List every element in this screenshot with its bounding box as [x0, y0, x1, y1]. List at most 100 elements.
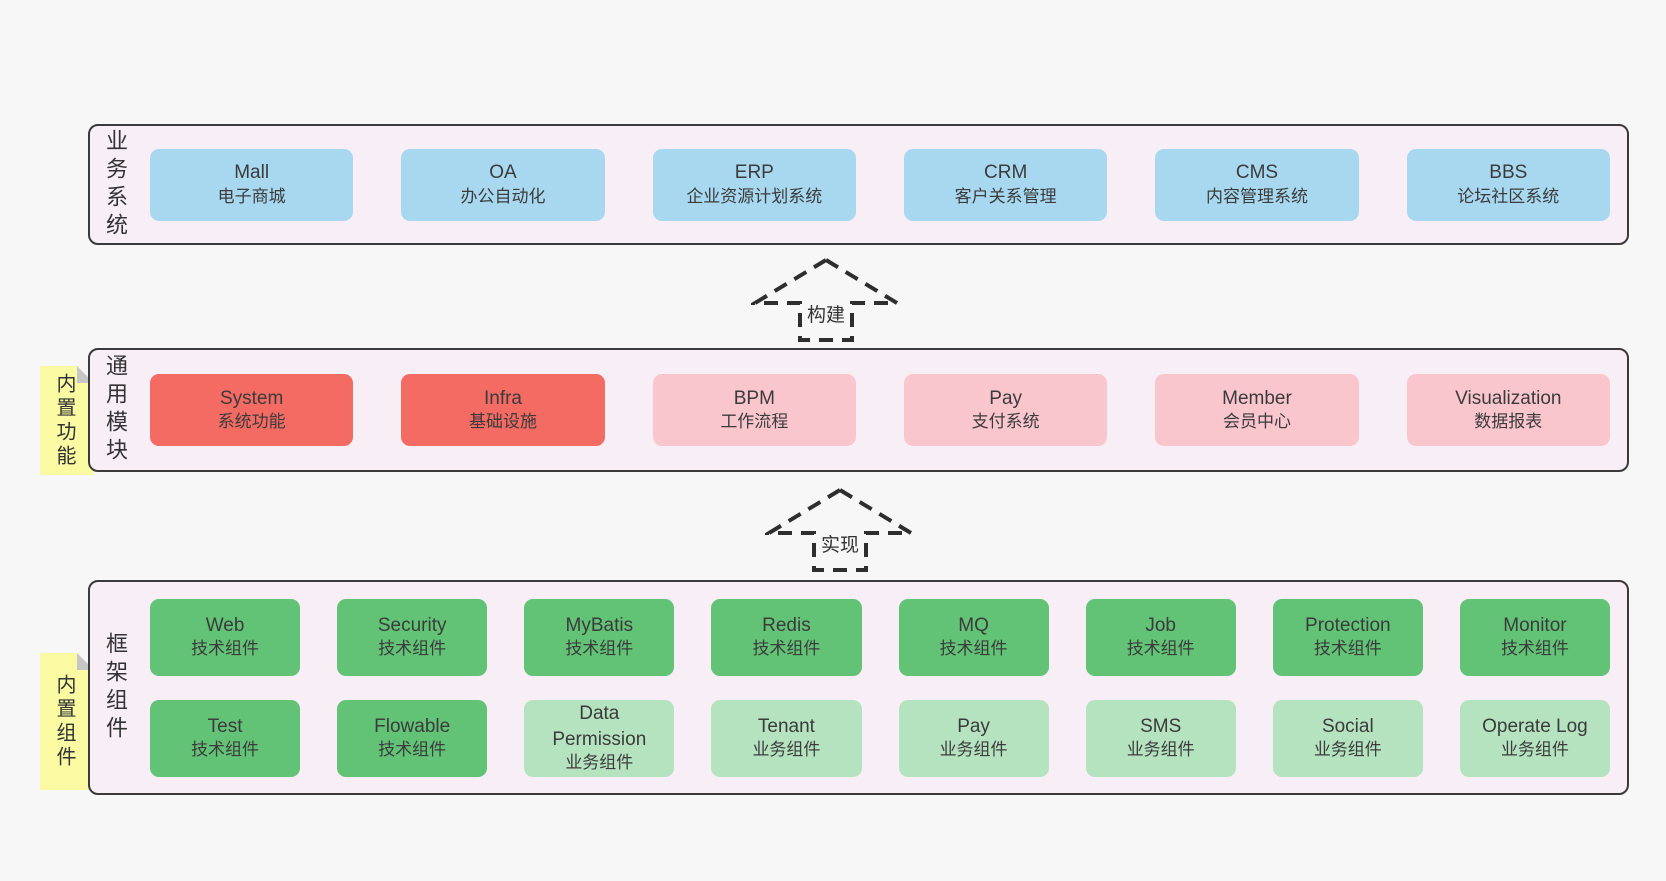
up-arrow-build: 构建 — [751, 256, 901, 344]
box-pay: Pay 支付系统 — [903, 374, 1108, 446]
box-social: Social 业务组件 — [1272, 699, 1423, 777]
box-security: Security 技术组件 — [337, 598, 488, 676]
box-title: Security — [377, 614, 447, 636]
box-subtitle: 电子商城 — [217, 186, 286, 206]
box-subtitle: 技术组件 — [1126, 639, 1195, 659]
box-crm: CRM 客户关系管理 — [903, 148, 1108, 221]
box-subtitle: 业务组件 — [565, 753, 634, 773]
box-subtitle: 技术组件 — [191, 740, 260, 760]
sticky-note-built-in-components: 内置组件 — [40, 653, 94, 790]
box-cms: CMS 内容管理系统 — [1155, 148, 1359, 221]
box-subtitle: 技术组件 — [565, 639, 634, 659]
box-subtitle: 会员中心 — [1222, 412, 1291, 432]
box-subtitle: 技术组件 — [1313, 639, 1382, 659]
box-member: Member 会员中心 — [1155, 374, 1359, 446]
box-subtitle: 技术组件 — [1500, 639, 1569, 659]
box-operate-log: Operate Log 业务组件 — [1459, 699, 1610, 777]
box-job: Job 技术组件 — [1085, 598, 1236, 676]
sticky-note-label: 内置组件 — [53, 673, 75, 770]
box-subtitle: 技术组件 — [378, 639, 447, 659]
sticky-note-built-in-features: 内置功能 — [40, 366, 94, 475]
box-title: Mall — [234, 162, 270, 184]
box-bbs: BBS 论坛社区系统 — [1406, 148, 1610, 221]
box-title: System — [219, 387, 284, 409]
box-mybatis: MyBatis 技术组件 — [524, 598, 675, 676]
common-modules-panel: 通用模块 System 系统功能 Infra 基础设施 BPM 工作流程 Pay… — [88, 348, 1629, 472]
box-subtitle: 技术组件 — [191, 639, 260, 659]
box-erp: ERP 企业资源计划系统 — [652, 148, 856, 221]
box-redis: Redis 技术组件 — [711, 598, 862, 676]
box-pay-component: Pay 业务组件 — [898, 699, 1049, 777]
box-tenant: Tenant 业务组件 — [711, 699, 862, 777]
box-title: Member — [1222, 387, 1292, 409]
box-title: OA — [489, 162, 517, 184]
box-title: BBS — [1489, 162, 1528, 184]
box-subtitle: 论坛社区系统 — [1457, 186, 1560, 206]
box-subtitle: 数据报表 — [1474, 412, 1543, 432]
box-title: Infra — [483, 387, 522, 409]
box-subtitle: 业务组件 — [939, 740, 1008, 760]
panel-label: 框架组件 — [103, 631, 128, 744]
box-title: Tenant — [757, 715, 815, 737]
box-title: Monitor — [1503, 614, 1567, 636]
box-title: Test — [207, 715, 243, 737]
box-subtitle: 技术组件 — [752, 639, 821, 659]
box-title: MyBatis — [565, 614, 634, 636]
box-system: System 系统功能 — [150, 374, 354, 446]
box-bpm: BPM 工作流程 — [652, 374, 856, 446]
box-title: Operate Log — [1482, 715, 1588, 737]
box-title: Pay — [957, 715, 990, 737]
box-title: MQ — [958, 614, 989, 636]
box-flowable: Flowable 技术组件 — [337, 699, 488, 777]
box-title: BPM — [733, 387, 775, 409]
box-subtitle: 技术组件 — [939, 639, 1008, 659]
box-sms: SMS 业务组件 — [1085, 699, 1236, 777]
common-modules-row: System 系统功能 Infra 基础设施 BPM 工作流程 Pay 支付系统… — [126, 374, 1627, 446]
box-monitor: Monitor 技术组件 — [1459, 598, 1610, 676]
box-title: Protection — [1305, 614, 1391, 636]
box-subtitle: 技术组件 — [378, 740, 447, 760]
box-title: CRM — [984, 162, 1028, 184]
box-title: Pay — [989, 387, 1023, 409]
framework-components-panel: 框架组件 Web 技术组件 Security 技术组件 MyBatis 技术组件… — [88, 580, 1629, 795]
box-title: SMS — [1140, 715, 1182, 737]
box-title: Flowable — [374, 715, 451, 737]
framework-components-grid: Web 技术组件 Security 技术组件 MyBatis 技术组件 Redi… — [126, 598, 1627, 777]
arrow-label: 实现 — [817, 530, 863, 557]
box-subtitle: 内容管理系统 — [1205, 186, 1308, 206]
box-web: Web 技术组件 — [150, 598, 301, 676]
box-mq: MQ 技术组件 — [898, 598, 1049, 676]
box-subtitle: 业务组件 — [1126, 740, 1195, 760]
dashed-up-arrow-icon — [765, 487, 915, 572]
box-protection: Protection 技术组件 — [1272, 598, 1423, 676]
box-mall: Mall 电子商城 — [150, 148, 354, 221]
box-title: Data Permission — [552, 702, 647, 750]
box-subtitle: 企业资源计划系统 — [686, 186, 823, 206]
box-subtitle: 系统功能 — [217, 412, 286, 432]
panel-label: 通用模块 — [103, 354, 128, 466]
box-subtitle: 支付系统 — [971, 412, 1040, 432]
up-arrow-implement: 实现 — [765, 486, 915, 574]
box-title: CMS — [1235, 162, 1279, 184]
box-subtitle: 客户关系管理 — [954, 186, 1057, 206]
arrow-label: 构建 — [803, 300, 849, 327]
box-title: Social — [1321, 715, 1374, 737]
box-subtitle: 基础设施 — [468, 412, 537, 432]
box-title: Visualization — [1455, 387, 1562, 409]
box-title: Web — [205, 614, 245, 636]
dashed-up-arrow-icon — [751, 257, 901, 342]
box-infra: Infra 基础设施 — [401, 374, 605, 446]
box-subtitle: 业务组件 — [1313, 740, 1382, 760]
box-data-permission: Data Permission 业务组件 — [524, 699, 675, 777]
box-subtitle: 工作流程 — [720, 412, 789, 432]
box-subtitle: 办公自动化 — [460, 186, 546, 206]
box-title: Redis — [762, 614, 811, 636]
box-subtitle: 业务组件 — [752, 740, 821, 760]
box-oa: OA 办公自动化 — [401, 148, 605, 221]
box-title: ERP — [734, 162, 774, 184]
sticky-note-label: 内置功能 — [53, 372, 75, 469]
panel-label: 业务系统 — [103, 128, 128, 241]
box-title: Job — [1145, 614, 1176, 636]
business-systems-row: Mall 电子商城 OA 办公自动化 ERP 企业资源计划系统 CRM 客户关系… — [126, 148, 1627, 221]
